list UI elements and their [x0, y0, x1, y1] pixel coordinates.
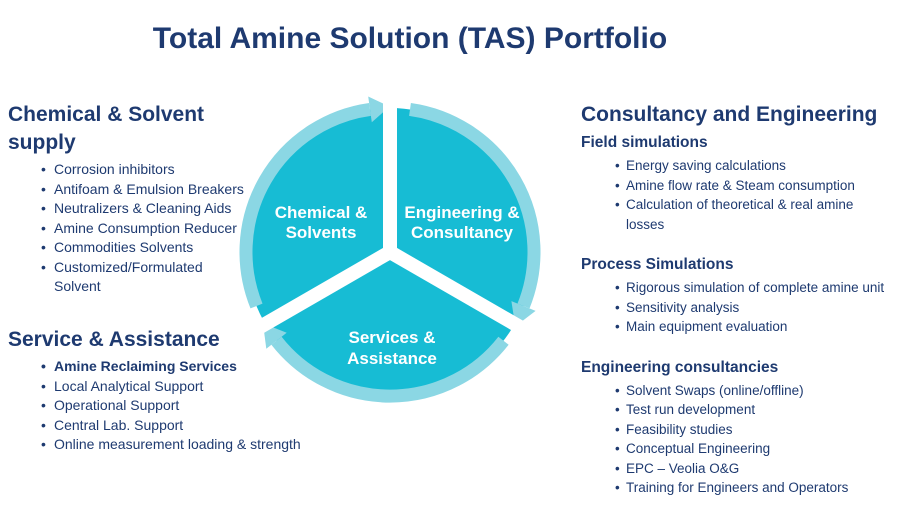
list-item: Rigorous simulation of complete amine un… — [615, 278, 900, 298]
subsection-heading: Engineering consultancies — [581, 358, 779, 376]
segment-label-engineering-consultancy: Consultancy — [411, 223, 514, 242]
cycle-ring-arc — [239, 102, 371, 309]
section-heading: Service & Assistance — [8, 328, 220, 351]
list-item: Conceptual Engineering — [615, 439, 900, 459]
page-title: Total Amine Solution (TAS) Portfolio — [152, 22, 668, 55]
list-item: Commodities Solvents — [41, 238, 268, 258]
list-item: Amine Consumption Reducer — [41, 219, 268, 239]
list-item: Neutralizers & Cleaning Aids — [41, 199, 268, 219]
list-item: Online measurement loading & strength — [41, 435, 348, 455]
list-item: EPC – Veolia O&G — [615, 459, 900, 479]
subsection-heading: Field simulations — [581, 134, 708, 151]
subsection-heading: Process Simulations — [581, 256, 734, 273]
cycle-ring-arc — [271, 336, 509, 403]
segment-divider — [386, 245, 533, 339]
list-item: Feasibility studies — [615, 420, 900, 440]
list-item: Main equipment evaluation — [615, 317, 900, 337]
bullet-list: Energy saving calculations Amine flow ra… — [615, 156, 900, 234]
segment-label-chemical-solvents: Solvents — [286, 223, 357, 242]
list-item: Calculation of theoretical & real amine … — [615, 195, 900, 234]
bullet-list: Rigorous simulation of complete amine un… — [615, 278, 900, 337]
section-heading: Chemical & Solvent supply — [8, 103, 205, 154]
list-item: Operational Support — [41, 396, 348, 416]
segment-divider — [247, 245, 394, 339]
list-item: Training for Engineers and Operators — [615, 478, 900, 498]
service-assistance-section: Service & Assistance Amine Reclaiming Se… — [8, 326, 348, 455]
list-item: Local Analytical Support — [41, 377, 348, 397]
list-item: Corrosion inhibitors — [41, 160, 268, 180]
segment-label-services-assistance: Assistance — [347, 349, 437, 368]
consultancy-engineering-section: Consultancy and Engineering Field simula… — [581, 101, 900, 498]
list-item: Amine flow rate & Steam consumption — [615, 176, 900, 196]
process-simulations-group: Process Simulations Rigorous simulation … — [581, 254, 900, 337]
section-heading: Consultancy and Engineering — [581, 103, 878, 126]
list-item: Customized/Formulated Solvent — [41, 258, 268, 297]
list-item: Sensitivity analysis — [615, 298, 900, 318]
segment-label-services-assistance: Services & — [349, 328, 436, 347]
segment-label-chemical-solvents: Chemical & — [275, 203, 368, 222]
list-item: Energy saving calculations — [615, 156, 900, 176]
list-item: Solvent Swaps (online/offline) — [615, 381, 900, 401]
list-item: Central Lab. Support — [41, 416, 348, 436]
arrow-head-icon — [368, 96, 390, 123]
tas-cycle-diagram: Chemical & Solvents Engineering & Consul… — [239, 92, 541, 403]
field-simulations-group: Field simulations Energy saving calculat… — [581, 132, 900, 234]
list-item: Test run development — [615, 400, 900, 420]
bullet-list: Solvent Swaps (online/offline) Test run … — [615, 381, 900, 498]
bullet-list: Amine Reclaiming Services Local Analytic… — [41, 357, 348, 455]
bullet-list: Corrosion inhibitors Antifoam & Emulsion… — [41, 160, 268, 297]
chemical-solvent-supply-section: Chemical & Solvent supply Corrosion inhi… — [8, 101, 268, 297]
engineering-consultancies-group: Engineering consultancies Solvent Swaps … — [581, 357, 900, 498]
list-item: Amine Reclaiming Services — [41, 357, 348, 377]
list-item: Antifoam & Emulsion Breakers — [41, 180, 268, 200]
segment-label-engineering-consultancy: Engineering & — [404, 203, 519, 222]
cycle-ring-arc — [409, 102, 541, 309]
